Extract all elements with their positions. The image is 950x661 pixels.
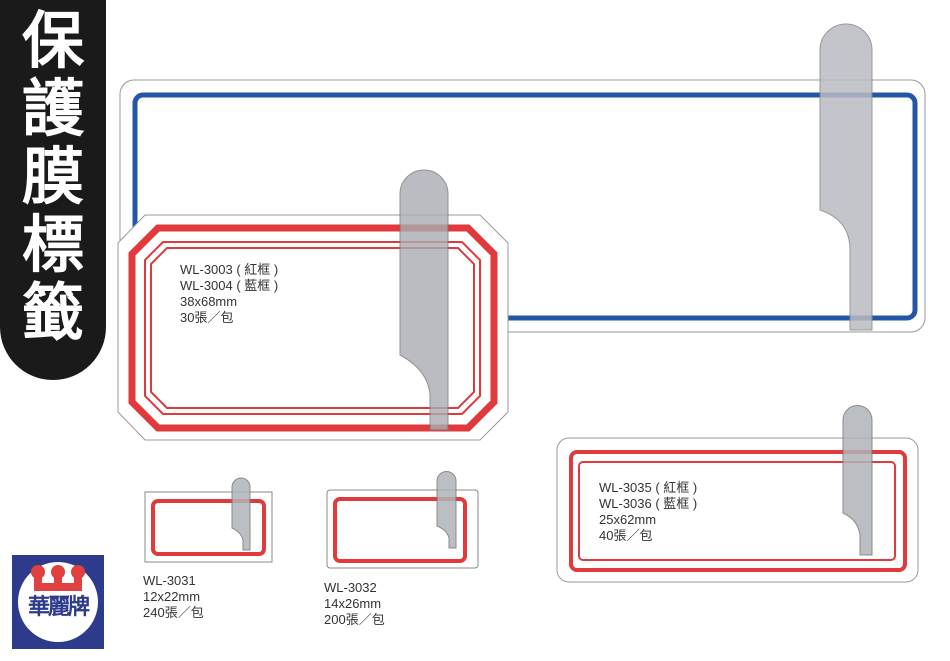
title-char: 籤 — [21, 276, 84, 349]
title-char: 標 — [21, 208, 84, 281]
brand-logo: 華麗牌 — [12, 555, 104, 649]
crown-icon — [31, 565, 85, 591]
product-size: 38x68mm — [180, 294, 238, 309]
product-code: WL-3036 ( 藍框 ) — [599, 496, 698, 511]
product-quantity: 200張／包 — [324, 612, 385, 627]
peel-tab — [399, 169, 449, 431]
product-quantity: 240張／包 — [143, 605, 204, 620]
peel-tab — [819, 23, 873, 331]
product-quantity: 30張／包 — [180, 310, 234, 325]
product-info-wl3031: WL-3031 12x22mm 240張／包 — [143, 573, 204, 621]
title-char: 護 — [21, 72, 84, 145]
title-banner: 保 護 膜 標 籤 — [0, 0, 106, 380]
product-info-wl3003: WL-3003 ( 紅框 ) WL-3004 ( 藍框 ) 38x68mm 30… — [180, 262, 278, 326]
title-char: 保 — [21, 4, 84, 77]
product-size: 12x22mm — [143, 589, 201, 604]
product-code: WL-3003 ( 紅框 ) — [180, 262, 279, 277]
red-label-small-3032 — [326, 471, 479, 569]
product-quantity: 40張／包 — [599, 528, 653, 543]
logo-text: 華麗牌 — [27, 595, 90, 620]
product-size: 14x26mm — [324, 596, 382, 611]
product-code: WL-3035 ( 紅框 ) — [599, 480, 698, 495]
red-label-3035 — [556, 405, 919, 583]
product-code: WL-3031 — [143, 573, 196, 588]
product-size: 25x62mm — [599, 512, 657, 527]
red-label-octagon — [117, 214, 509, 441]
title-char: 膜 — [21, 140, 84, 213]
product-info-wl3032: WL-3032 14x26mm 200張／包 — [324, 580, 385, 628]
product-code: WL-3032 — [324, 580, 377, 595]
product-code: WL-3004 ( 藍框 ) — [180, 278, 279, 293]
red-label-small-3031 — [144, 477, 273, 563]
product-info-wl3035: WL-3035 ( 紅框 ) WL-3036 ( 藍框 ) 25x62mm 40… — [599, 480, 697, 544]
